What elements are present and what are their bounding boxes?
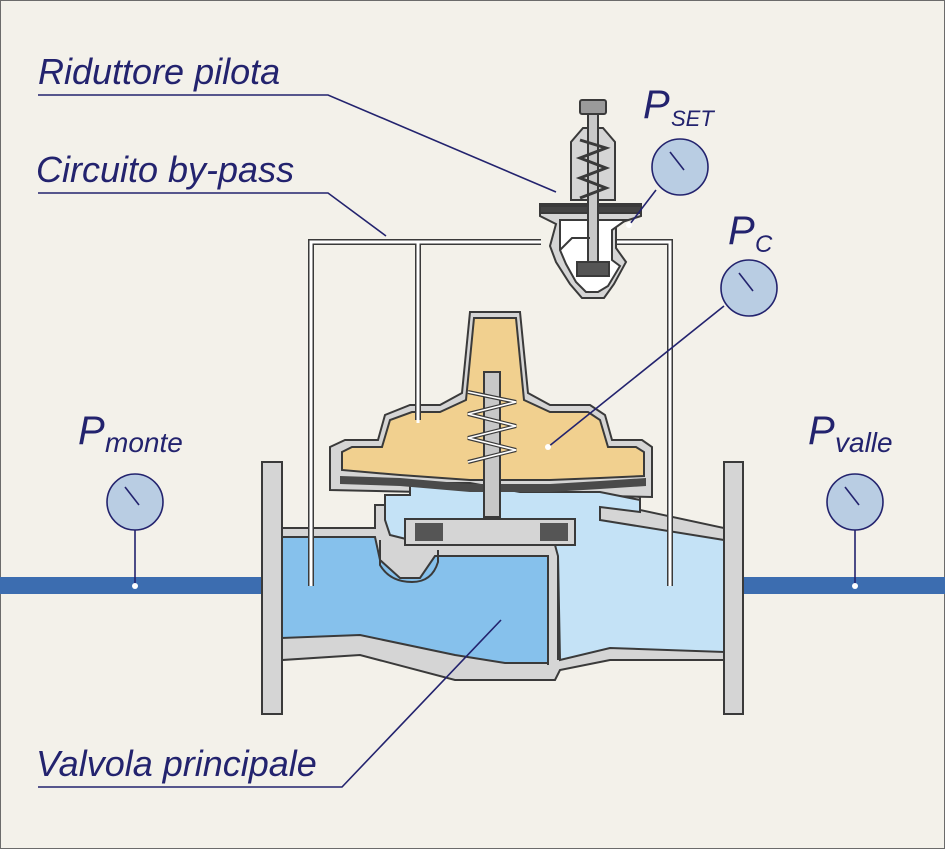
dot-pc xyxy=(545,444,551,450)
gauge-pc-face xyxy=(720,259,778,317)
leader-main-valve xyxy=(38,619,502,788)
dot-pset xyxy=(626,222,632,228)
pvalle-letter: P xyxy=(808,409,835,453)
leader-pilot xyxy=(38,94,557,193)
left-flange xyxy=(261,461,283,715)
label-bypass: Circuito by-pass xyxy=(36,149,294,190)
gauge-pvalle-face xyxy=(826,473,884,531)
right-flange xyxy=(723,461,744,715)
pilot-adjust-knob xyxy=(579,99,607,115)
downstream-pipe xyxy=(743,577,945,594)
gauge-pset xyxy=(651,138,709,196)
leader-bypass xyxy=(38,192,387,237)
valve-seat-lip xyxy=(379,540,439,584)
pvalle-sub: valle xyxy=(835,427,893,458)
pset-sub: SET xyxy=(671,106,715,131)
label-pilot: Riduttore pilota xyxy=(38,51,280,92)
leader-pc xyxy=(547,305,725,448)
gauge-pmonte xyxy=(106,473,164,531)
pmonte-letter: P xyxy=(78,409,105,453)
dot-pmonte xyxy=(132,583,138,589)
pilot-spring xyxy=(575,138,611,200)
pilot-plug xyxy=(576,261,610,277)
bypass-circuit-bore xyxy=(309,240,672,586)
gauge-pvalle xyxy=(826,473,884,531)
leader-pset xyxy=(629,189,657,225)
gauge-pc xyxy=(720,259,778,317)
pilot-stem xyxy=(587,113,599,265)
gauge-pset-face xyxy=(651,138,709,196)
gauge-pset-needle xyxy=(669,151,685,171)
label-main-valve: Valvola principale xyxy=(36,743,317,784)
seal-right xyxy=(540,523,568,541)
dot-pvalle xyxy=(852,583,858,589)
gauge-pvalle-needle xyxy=(844,486,860,506)
gauge-pmonte-needle xyxy=(124,486,140,506)
seal-left xyxy=(415,523,443,541)
diaphragm-partition xyxy=(547,556,559,665)
pc-letter: P xyxy=(728,209,755,253)
leader-lines xyxy=(38,94,856,788)
leader-dots xyxy=(132,222,858,589)
gauge-pmonte-face xyxy=(106,473,164,531)
pmonte-sub: monte xyxy=(105,427,183,458)
gauge-pc-needle xyxy=(738,272,754,292)
pset-letter: P xyxy=(643,83,670,127)
upstream-pipe xyxy=(0,577,262,594)
pilot-reducer xyxy=(539,99,642,299)
control-spring-highlight xyxy=(467,391,517,463)
pilot-passage xyxy=(559,237,590,251)
pc-sub: C xyxy=(755,231,773,258)
gauges xyxy=(106,138,884,531)
